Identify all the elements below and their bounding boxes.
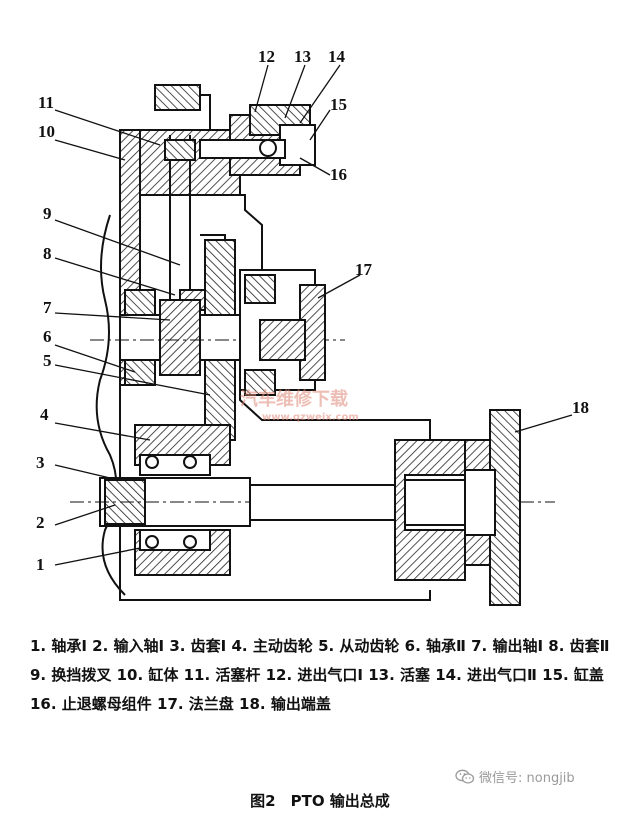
figure-caption: 图2 PTO 输出总成: [250, 792, 390, 810]
wechat-icon: [455, 769, 475, 784]
callout-3: 3: [36, 453, 45, 472]
callout-9: 9: [43, 204, 52, 223]
callout-8: 8: [43, 244, 52, 263]
callout-13: 13: [294, 47, 311, 66]
callout-15: 15: [330, 95, 347, 114]
callout-14: 14: [328, 47, 346, 66]
wechat-text: 微信号: nongjib: [479, 771, 575, 786]
wechat-id: 微信号: nongjib: [455, 767, 575, 786]
pto-assembly-drawing: 1 2 3 4 5 6 7 8 9 10 11 12 13 14 15 16 1…: [36, 47, 589, 606]
watermark-url: www.qzweix.com: [262, 412, 359, 423]
parts-legend: 1. 轴承Ⅰ 2. 输入轴Ⅰ 3. 齿套Ⅰ 4. 主动齿轮 5. 从动齿轮 6.…: [30, 637, 610, 713]
callout-10: 10: [38, 122, 55, 141]
callout-7: 7: [43, 298, 52, 317]
callout-12: 12: [258, 47, 275, 66]
callout-16: 16: [330, 165, 347, 184]
callout-18: 18: [572, 398, 589, 417]
watermark: 汽车维修下载 www.qzweix.com: [240, 388, 359, 423]
callout-labels: 1 2 3 4 5 6 7 8 9 10 11 12 13 14 15 16 1…: [36, 47, 589, 574]
callout-5: 5: [43, 351, 52, 370]
callout-1: 1: [36, 555, 45, 574]
callout-4: 4: [40, 405, 49, 424]
callout-6: 6: [43, 327, 52, 346]
callout-17: 17: [355, 260, 373, 279]
callout-2: 2: [36, 513, 45, 532]
watermark-title: 汽车维修下载: [240, 388, 348, 410]
callout-11: 11: [38, 93, 54, 112]
